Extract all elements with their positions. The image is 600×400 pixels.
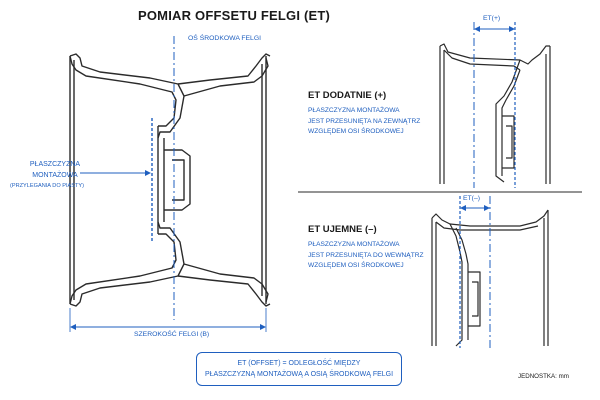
- formula-line-2: PŁASZCZYZNĄ MONTAŻOWĄ A OSIĄ ŚRODKOWĄ FE…: [204, 371, 394, 378]
- unit-note: JEDNOSTKA: mm: [518, 373, 569, 380]
- et-positive-dim-label: ET(+): [483, 15, 501, 22]
- center-axis-label: OŚ ŚRODKOWA FELGI: [188, 35, 262, 42]
- neg-shell-right: [543, 210, 549, 346]
- negative-description: PŁASZCZYZNA MONTAŻOWA JEST PRZESUNIĘTA D…: [308, 240, 424, 272]
- mounting-plane-label-line2: MONTAŻOWA: [32, 171, 78, 179]
- positive-wheel-section: [439, 43, 551, 184]
- pos-disc: [495, 59, 521, 183]
- main-shell-right: [261, 56, 267, 304]
- main-rim-upper-right: [177, 53, 271, 97]
- negative-line-1: PŁASZCZYZNA MONTAŻOWA: [308, 241, 400, 248]
- negative-line-2: JEST PRZESUNIĘTA DO WEWNĄTRZ: [308, 251, 424, 259]
- negative-line-3: WZGLĘDEM OSI ŚRODKOWEJ: [308, 262, 404, 269]
- mounting-plane-label-line1: PŁASZCZYZNA: [29, 161, 81, 168]
- formula-line-1: ET (OFFSET) = ODLEGŁOŚĆ MIĘDZY: [237, 360, 361, 367]
- mounting-plane-label-line3: (PRZYLEGANIA DO PIASTY): [10, 183, 84, 189]
- positive-line-2: JEST PRZESUNIĘTA NA ZEWNĄTRZ: [308, 117, 421, 125]
- main-shell-left: [69, 56, 75, 304]
- neg-disc: [449, 223, 481, 347]
- width-label: SZEROKOŚĆ FELGI (B): [134, 331, 210, 338]
- positive-heading: ET DODATNIE (+): [308, 90, 387, 101]
- mounting-plane-label: PŁASZCZYZNA MONTAŻOWA (PRZYLEGANIA DO PI…: [10, 160, 84, 192]
- neg-shell-left: [431, 218, 437, 346]
- neg-rim-top: [431, 209, 549, 231]
- formula-box: ET (OFFSET) = ODLEGŁOŚĆ MIĘDZY PŁASZCZYZ…: [196, 352, 402, 386]
- negative-wheel-section: [431, 209, 549, 347]
- positive-line-3: WZGLĘDEM OSI ŚRODKOWEJ: [308, 128, 404, 135]
- pos-rim-top: [439, 43, 550, 71]
- main-rim-lower-right: [177, 263, 271, 307]
- negative-heading: ET UJEMNE (–): [308, 224, 377, 235]
- main-hub: [157, 126, 191, 234]
- main-rim-upper: [69, 53, 185, 139]
- positive-description: PŁASZCZYZNA MONTAŻOWA JEST PRZESUNIĘTA N…: [308, 106, 420, 138]
- page-title: POMIAR OFFSETU FELGI (ET): [138, 8, 331, 23]
- pos-shell-right: [545, 46, 551, 184]
- main-wheel-section: [69, 53, 271, 307]
- et-negative-dim-label: ET(–): [463, 195, 480, 202]
- pos-shell-left: [439, 46, 445, 184]
- main-rim-lower: [69, 221, 185, 307]
- positive-line-1: PŁASZCZYZNA MONTAŻOWA: [308, 107, 400, 114]
